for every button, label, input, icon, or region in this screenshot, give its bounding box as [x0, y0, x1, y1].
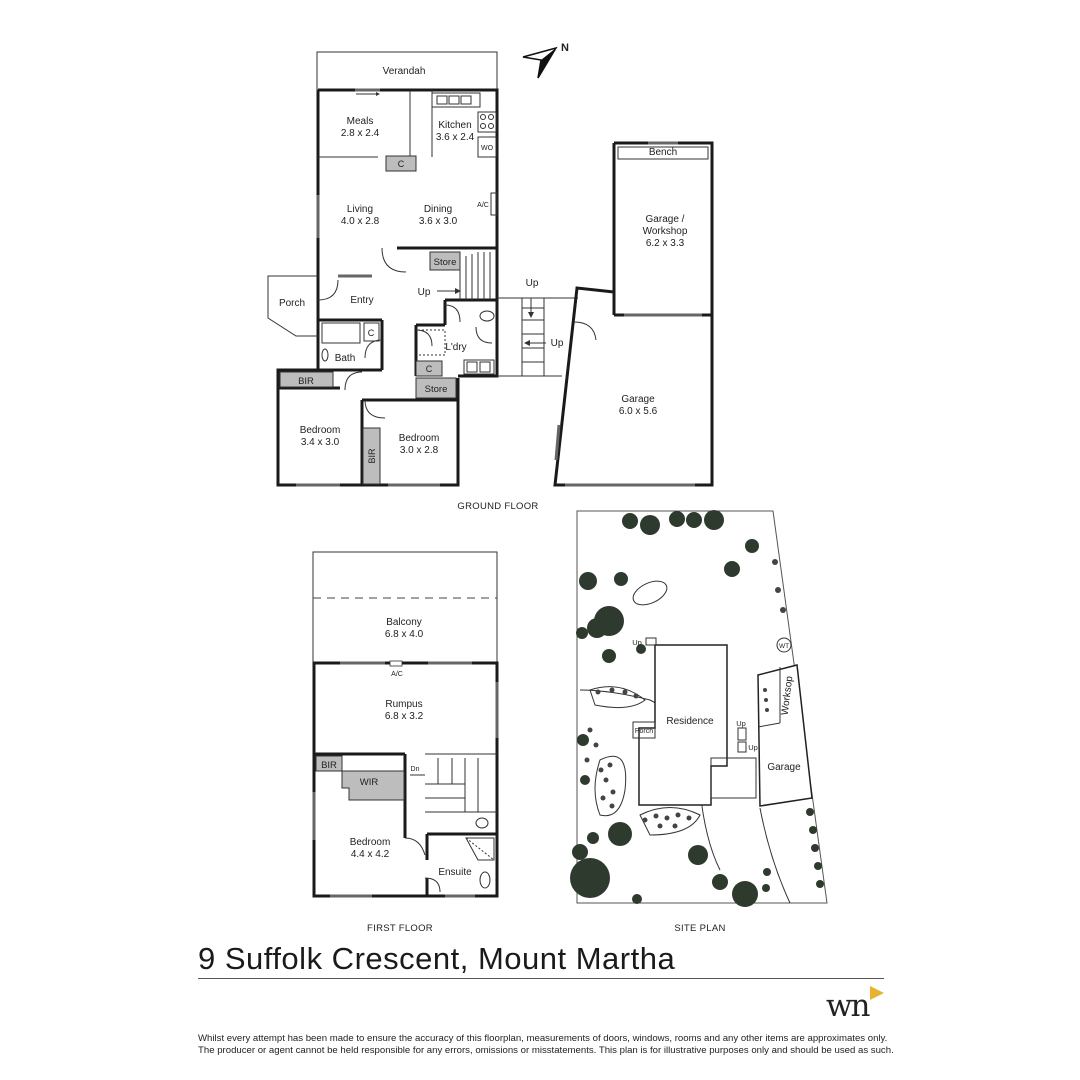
meals-size: 2.8 x 2.4 [341, 128, 380, 139]
site-up2-label: Up [736, 719, 746, 728]
breezeway-up-label: Up [526, 278, 539, 289]
bedroom2-label: Bedroom [399, 433, 440, 444]
store2-label: Store [425, 384, 448, 395]
meals-label: Meals [347, 116, 374, 127]
site-up3-label: Up [748, 743, 758, 752]
disclaimer-line-2: The producer or agent cannot be held res… [198, 1045, 894, 1056]
workshop-label-1: Garage / [646, 214, 685, 225]
garage-up-label: Up [551, 338, 564, 349]
first-floor-caption: FIRST FLOOR [367, 923, 433, 934]
first-bedroom-size: 4.4 x 4.2 [351, 849, 390, 860]
north-arrow-icon: N [522, 42, 569, 79]
bath-cupboard-label: C [368, 328, 375, 338]
garage-size: 6.0 x 5.6 [619, 406, 658, 417]
agency-logo: wn [826, 986, 886, 1026]
porch-label: Porch [279, 298, 305, 309]
bench-label: Bench [649, 147, 677, 158]
kitchen-size: 3.6 x 2.4 [436, 132, 475, 143]
first-floor-plan: BIR WIR [312, 551, 499, 898]
site-up1-label: Up [632, 638, 642, 647]
laundry-label: L'dry [445, 342, 466, 353]
bedroom1-size: 3.4 x 3.0 [301, 437, 340, 448]
dining-label: Dining [424, 204, 452, 215]
workshop-size: 6.2 x 3.3 [646, 238, 685, 249]
living-size: 4.0 x 2.8 [341, 216, 380, 227]
logo-flag-icon [870, 986, 884, 1000]
bath-label: Bath [335, 353, 356, 364]
wall-oven-label: WO [481, 145, 494, 152]
store-label: Store [434, 257, 457, 268]
site-garage-label: Garage [767, 762, 801, 773]
disclaimer: Whilst every attempt has been made to en… [198, 1033, 918, 1057]
verandah-label: Verandah [383, 66, 426, 77]
bir1-label: BIR [298, 376, 314, 387]
north-label: N [561, 42, 569, 54]
laundry-cupboard-label: C [426, 364, 433, 374]
rumpus-label: Rumpus [385, 699, 422, 710]
kitchen-label: Kitchen [438, 120, 471, 131]
workshop-label-2: Workshop [643, 226, 688, 237]
stairs-up-label: Up [418, 287, 431, 298]
balcony-size: 6.8 x 4.0 [385, 629, 424, 640]
bedroom1-label: Bedroom [300, 425, 341, 436]
address-divider [198, 978, 884, 979]
worksop-label: Worksop [780, 675, 796, 716]
first-bir-label: BIR [321, 760, 337, 771]
first-ac-label: A/C [391, 671, 403, 678]
bedroom2-size: 3.0 x 2.8 [400, 445, 439, 456]
site-porch-label: Porch [635, 728, 653, 735]
ensuite-label: Ensuite [438, 867, 472, 878]
disclaimer-line-1: Whilst every attempt has been made to en… [198, 1033, 888, 1044]
logo-text: wn [826, 988, 870, 1024]
entry-label: Entry [350, 295, 373, 306]
dining-size: 3.6 x 3.0 [419, 216, 458, 227]
property-address: 9 Suffolk Crescent, Mount Martha [198, 941, 676, 976]
living-label: Living [347, 204, 373, 215]
bir2-label: BIR [367, 448, 377, 464]
site-plan-caption: SITE PLAN [674, 923, 725, 934]
first-floor-labels: Balcony 6.8 x 4.0 A/C Rumpus 6.8 x 3.2 D… [350, 617, 472, 934]
cupboard-label: C [398, 159, 405, 169]
water-tank-label: WT [779, 643, 789, 650]
wir-label: WIR [360, 777, 379, 788]
ac-label: A/C [477, 202, 489, 209]
first-bedroom-label: Bedroom [350, 837, 391, 848]
ground-floor-caption: GROUND FLOOR [457, 501, 538, 512]
site-plan [570, 510, 828, 907]
garage-label: Garage [621, 394, 655, 405]
balcony-label: Balcony [386, 617, 422, 628]
site-plan-labels: Up WT Residence Porch Up Up Worksop Gara… [632, 638, 801, 934]
ground-floor-plan: WO C A/C Store C [267, 51, 714, 487]
rumpus-size: 6.8 x 3.2 [385, 711, 424, 722]
ground-floor-labels: Verandah Meals 2.8 x 2.4 Kitchen 3.6 x 2… [279, 66, 688, 512]
stairs-down-label: Dn [411, 766, 420, 773]
residence-label: Residence [666, 716, 714, 727]
